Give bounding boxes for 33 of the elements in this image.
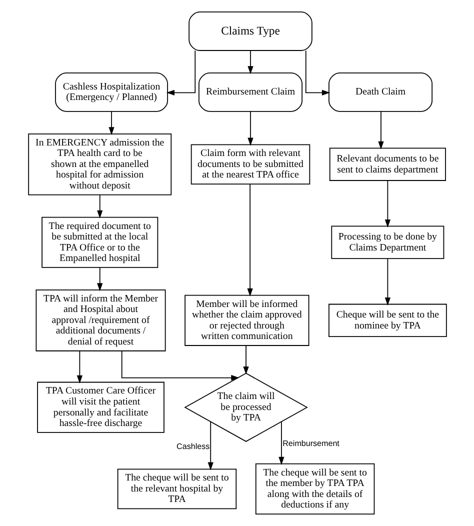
- node-box: Processing to be done by Claims Department: [330, 226, 444, 259]
- node-box: Reimbursement Claim: [198, 72, 302, 112]
- arrow: [247, 50, 253, 74]
- node-box: Claims Type: [188, 12, 312, 51]
- arrow: [278, 422, 284, 465]
- arrow: [96, 267, 102, 292]
- arrow: [166, 50, 196, 96]
- node-box: TPA will inform the Member and Hospital about approval /requirement of additional documents / denial of request: [35, 289, 166, 352]
- arrow: [207, 422, 213, 470]
- node-box: In EMERGENCY admission the TPA health card to be shown at the empanelled hospital for admission without deposit: [28, 133, 172, 196]
- node-box: The required document to be submitted at the local TPA Office or to the Empanelled hospital: [41, 216, 158, 268]
- arrow: [242, 345, 248, 375]
- edge-label: Reimbursement: [282, 439, 339, 448]
- arrow: [384, 258, 390, 306]
- node-box: The cheque will be sent to the relevant hospital by TPA: [116, 468, 236, 510]
- node-box: TPA Customer Care Officer will visit the patient personally and facilitate hassle-free discharge: [36, 382, 164, 433]
- arrow: [304, 50, 330, 96]
- arrow: [247, 111, 253, 146]
- arrow: [76, 350, 82, 384]
- edge-label: Cashless: [176, 442, 210, 451]
- arrow: [378, 111, 384, 150]
- arrow: [108, 111, 114, 136]
- arrow: [246, 184, 252, 296]
- node-box: The cheque will be sent to the member by TPA TPA along with the details of deductions if any: [254, 463, 374, 514]
- arrow: [96, 194, 102, 218]
- node-box: Cheque will be sent to the nominee by TPA: [328, 304, 446, 337]
- node-box: Death Claim: [328, 72, 432, 112]
- arrow: [120, 350, 239, 381]
- arrow: [384, 180, 390, 228]
- node-box: Relevant documents to be sent to claims department: [328, 148, 446, 181]
- node-box: Member will be informed whether the claim approved or rejected through written communication: [184, 294, 309, 346]
- node-box: Claim form with relevant documents to be submitted at the nearest TPA office: [190, 144, 310, 185]
- node-box: Cashless Hospitalization (Emergency / Planned): [54, 72, 168, 112]
